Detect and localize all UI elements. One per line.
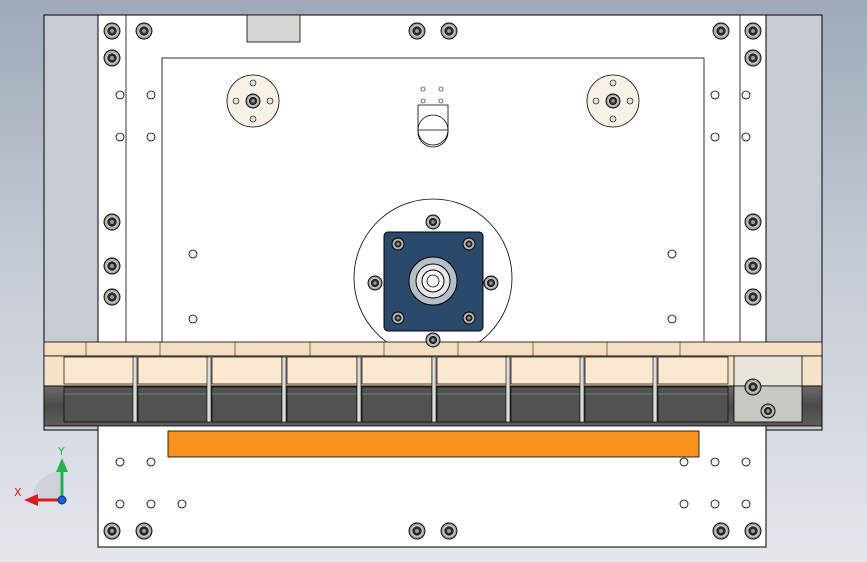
- socket-bolt-icon[interactable]: [103, 257, 121, 275]
- hub-center-bolt-icon[interactable]: [605, 93, 621, 109]
- through-hole-icon: [741, 132, 751, 142]
- flange-bolt-icon[interactable]: [425, 214, 441, 230]
- rail-carriage-block[interactable]: [579, 356, 656, 423]
- socket-bolt-icon[interactable]: [103, 49, 121, 67]
- through-hole-icon: [115, 132, 125, 142]
- flange-bolt-icon[interactable]: [483, 275, 499, 291]
- rail-carriage-block[interactable]: [505, 356, 582, 423]
- motor-bolt-icon[interactable]: [462, 311, 476, 325]
- hub-screw-icon: [249, 115, 257, 123]
- rail-carriage-block[interactable]: [652, 356, 729, 423]
- end-cap-fitting-icon[interactable]: [760, 403, 776, 419]
- through-hole-icon: [115, 90, 125, 100]
- through-hole-icon: [146, 499, 156, 509]
- through-hole-icon: [188, 249, 198, 259]
- through-hole-icon: [188, 314, 198, 324]
- socket-bolt-icon[interactable]: [712, 522, 730, 540]
- bolt-pattern: [103, 22, 776, 540]
- hole-pattern: [115, 90, 751, 509]
- flange-bolt-icon[interactable]: [425, 332, 441, 348]
- through-hole-icon: [146, 132, 156, 142]
- view-triad-icon[interactable]: Y X: [14, 445, 68, 506]
- hub-screw-icon: [626, 97, 634, 105]
- sensor-bracket[interactable]: [417, 86, 449, 148]
- through-hole-icon: [115, 499, 125, 509]
- socket-bolt-icon[interactable]: [744, 213, 762, 231]
- socket-bolt-icon[interactable]: [408, 522, 426, 540]
- through-hole-icon: [146, 457, 156, 467]
- flange-bolt-icon[interactable]: [367, 275, 383, 291]
- rail-carriage-block[interactable]: [356, 356, 433, 423]
- hub-screw-icon: [592, 97, 600, 105]
- through-hole-icon: [177, 499, 187, 509]
- rail-carriage-block[interactable]: [206, 356, 283, 423]
- through-hole-icon: [710, 457, 720, 467]
- axis-label-x: X: [14, 486, 22, 499]
- through-hole-icon: [667, 314, 677, 324]
- hub-screw-icon: [609, 79, 617, 87]
- socket-bolt-icon[interactable]: [712, 22, 730, 40]
- through-hole-icon: [710, 499, 720, 509]
- end-cap-fitting-icon[interactable]: [744, 378, 762, 396]
- top-tab: [246, 14, 301, 43]
- socket-bolt-icon[interactable]: [744, 522, 762, 540]
- through-hole-icon: [741, 499, 751, 509]
- through-hole-icon: [741, 457, 751, 467]
- through-hole-icon: [741, 90, 751, 100]
- motor-bolt-icon[interactable]: [391, 237, 405, 251]
- socket-bolt-icon[interactable]: [744, 22, 762, 40]
- through-hole-icon: [710, 132, 720, 142]
- through-hole-icon: [679, 499, 689, 509]
- rail-carriage-block[interactable]: [63, 356, 135, 423]
- rail-carriage-block[interactable]: [132, 356, 209, 423]
- axis-label-y: Y: [57, 445, 65, 458]
- socket-bolt-icon[interactable]: [744, 257, 762, 275]
- through-hole-icon: [146, 90, 156, 100]
- hub-screw-icon: [266, 97, 274, 105]
- through-hole-icon: [667, 249, 677, 259]
- rail-blocks: [63, 342, 729, 423]
- socket-bolt-icon[interactable]: [744, 288, 762, 306]
- socket-bolt-icon[interactable]: [135, 22, 153, 40]
- motor-shaft-center: [426, 274, 440, 288]
- hub-screw-icon: [232, 97, 240, 105]
- rail-carriage-block[interactable]: [431, 356, 508, 423]
- socket-bolt-icon[interactable]: [103, 288, 121, 306]
- rail-carriage-block[interactable]: [281, 356, 358, 423]
- hub-screw-icon: [609, 115, 617, 123]
- socket-bolt-icon[interactable]: [440, 22, 458, 40]
- hub-center-bolt-icon[interactable]: [245, 93, 261, 109]
- socket-bolt-icon[interactable]: [408, 22, 426, 40]
- socket-bolt-icon[interactable]: [135, 522, 153, 540]
- socket-bolt-icon[interactable]: [440, 522, 458, 540]
- hub-screw-icon: [249, 79, 257, 87]
- socket-bolt-icon[interactable]: [103, 522, 121, 540]
- motor-bolt-icon[interactable]: [391, 311, 405, 325]
- socket-bolt-icon[interactable]: [103, 213, 121, 231]
- through-hole-icon: [679, 457, 689, 467]
- socket-bolt-icon[interactable]: [103, 22, 121, 40]
- orange-guard-strip[interactable]: [167, 430, 700, 458]
- socket-bolt-icon[interactable]: [744, 49, 762, 67]
- through-hole-icon: [115, 457, 125, 467]
- through-hole-icon: [710, 90, 720, 100]
- motor-bolt-icon[interactable]: [462, 237, 476, 251]
